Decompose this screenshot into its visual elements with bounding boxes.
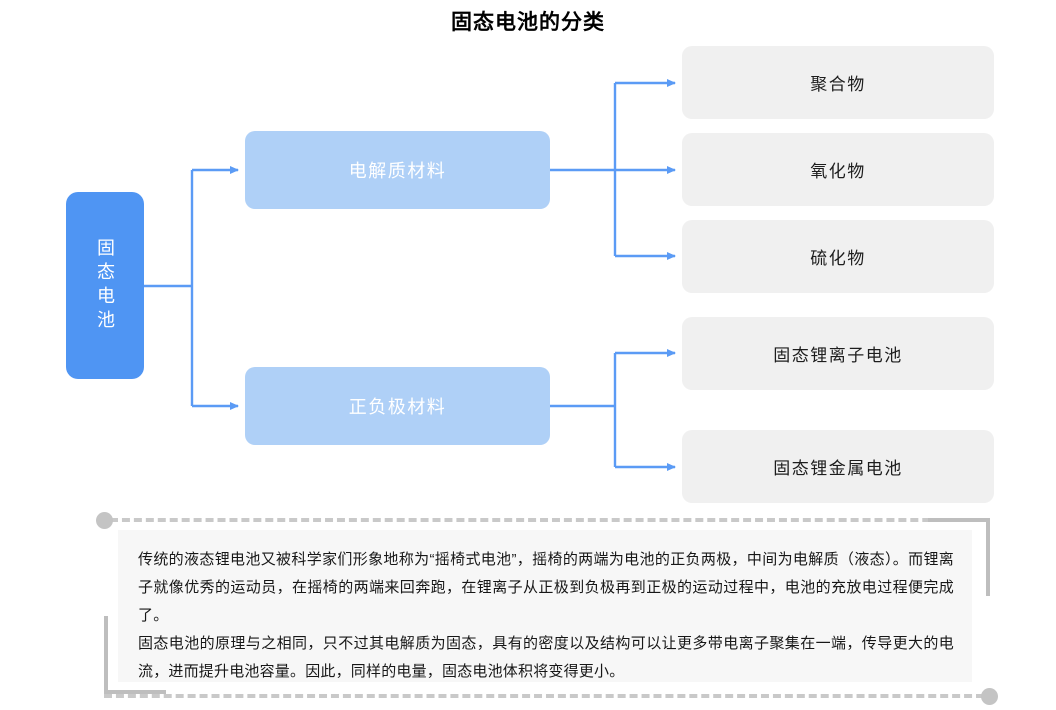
node-leaf-label: 聚合物 [810,75,866,94]
frame-bracket-top-right [928,518,990,596]
node-leaf-label: 硫化物 [810,249,866,268]
page-title: 固态电池的分类 [451,11,605,34]
node-branch-electrode[interactable]: 正负极材料 [245,367,550,445]
frame-bracket-bottom-left [104,616,166,694]
node-leaf-polymer[interactable]: 聚合物 [682,46,994,119]
node-leaf-label: 氧化物 [810,162,866,181]
node-branch-electrolyte[interactable]: 电解质材料 [245,131,550,209]
note-frame: 传统的液态锂电池又被科学家们形象地称为“摇椅式电池”，摇椅的两端为电池的正负两极… [92,508,1002,705]
frame-dashed-line-bottom [104,694,984,698]
note-panel: 传统的液态锂电池又被科学家们形象地称为“摇椅式电池”，摇椅的两端为电池的正负两极… [118,530,972,682]
node-branch-label: 电解质材料 [348,161,447,181]
node-leaf-lithium-metal-battery[interactable]: 固态锂金属电池 [682,430,994,503]
note-paragraph: 传统的液态锂电池又被科学家们形象地称为“摇椅式电池”，摇椅的两端为电池的正负两极… [138,551,954,624]
frame-dot-right [981,688,998,705]
node-root[interactable]: 固态电池 [66,192,144,379]
node-leaf-label: 固态锂离子电池 [773,346,903,365]
frame-dot-left [96,512,113,529]
node-leaf-sulfide[interactable]: 硫化物 [682,220,994,293]
node-branch-label: 正负极材料 [348,397,447,417]
node-leaf-label: 固态锂金属电池 [773,459,903,478]
node-leaf-oxide[interactable]: 氧化物 [682,133,994,206]
frame-dashed-line-top [110,518,990,522]
node-leaf-lithium-ion-battery[interactable]: 固态锂离子电池 [682,317,994,390]
node-root-label: 固态电池 [95,237,115,334]
note-paragraph: 固态电池的原理与之相同，只不过其电解质为固态，具有的密度以及结构可以让更多带电离… [138,635,954,680]
